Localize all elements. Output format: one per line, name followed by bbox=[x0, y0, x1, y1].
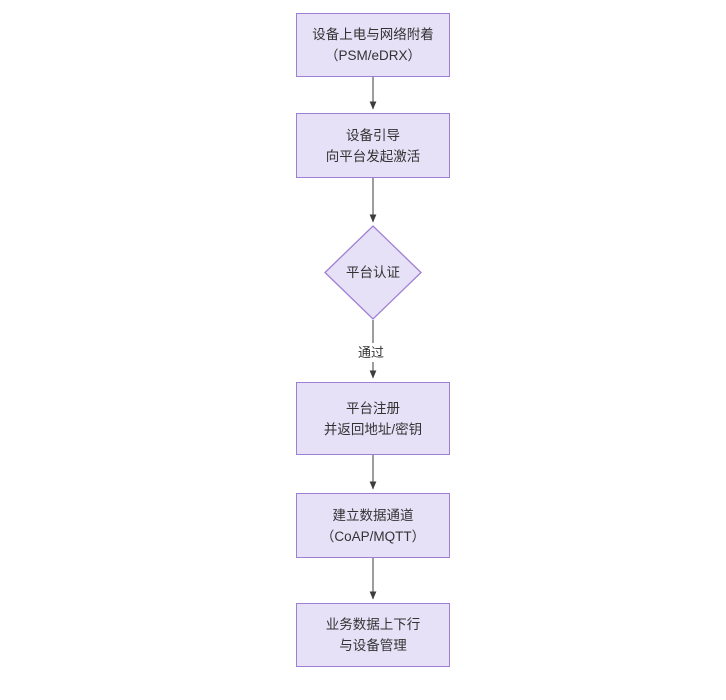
diamond-shape bbox=[324, 225, 422, 320]
decision-label: 平台认证 bbox=[346, 265, 400, 280]
edge-label-pass: 通过 bbox=[355, 343, 388, 362]
node-label-line: （CoAP/MQTT） bbox=[320, 528, 426, 544]
node-label-line: 与设备管理 bbox=[339, 638, 407, 653]
node-label-line: 并返回地址/密钥 bbox=[323, 421, 423, 437]
node-label-line: 设备引导 bbox=[346, 127, 400, 143]
node-label-line: （PSM/eDRX） bbox=[324, 48, 422, 63]
node-platform-authentication[interactable]: 平台认证 bbox=[324, 225, 422, 320]
node-label-line: 建立数据通道 bbox=[332, 507, 414, 523]
node-platform-registration[interactable]: 平台注册 并返回地址/密钥 bbox=[296, 382, 450, 455]
node-device-bootstrap[interactable]: 设备引导 向平台发起激活 bbox=[296, 113, 450, 178]
node-business-data[interactable]: 业务数据上下行 与设备管理 bbox=[296, 603, 450, 667]
node-label-line: 向平台发起激活 bbox=[325, 148, 421, 164]
node-label-line: 平台注册 bbox=[346, 400, 400, 416]
node-label-line: 设备上电与网络附着 bbox=[312, 27, 434, 42]
node-data-channel[interactable]: 建立数据通道 （CoAP/MQTT） bbox=[296, 493, 450, 558]
node-device-power-on[interactable]: 设备上电与网络附着 （PSM/eDRX） bbox=[296, 13, 450, 77]
node-label-line: 业务数据上下行 bbox=[325, 617, 421, 632]
